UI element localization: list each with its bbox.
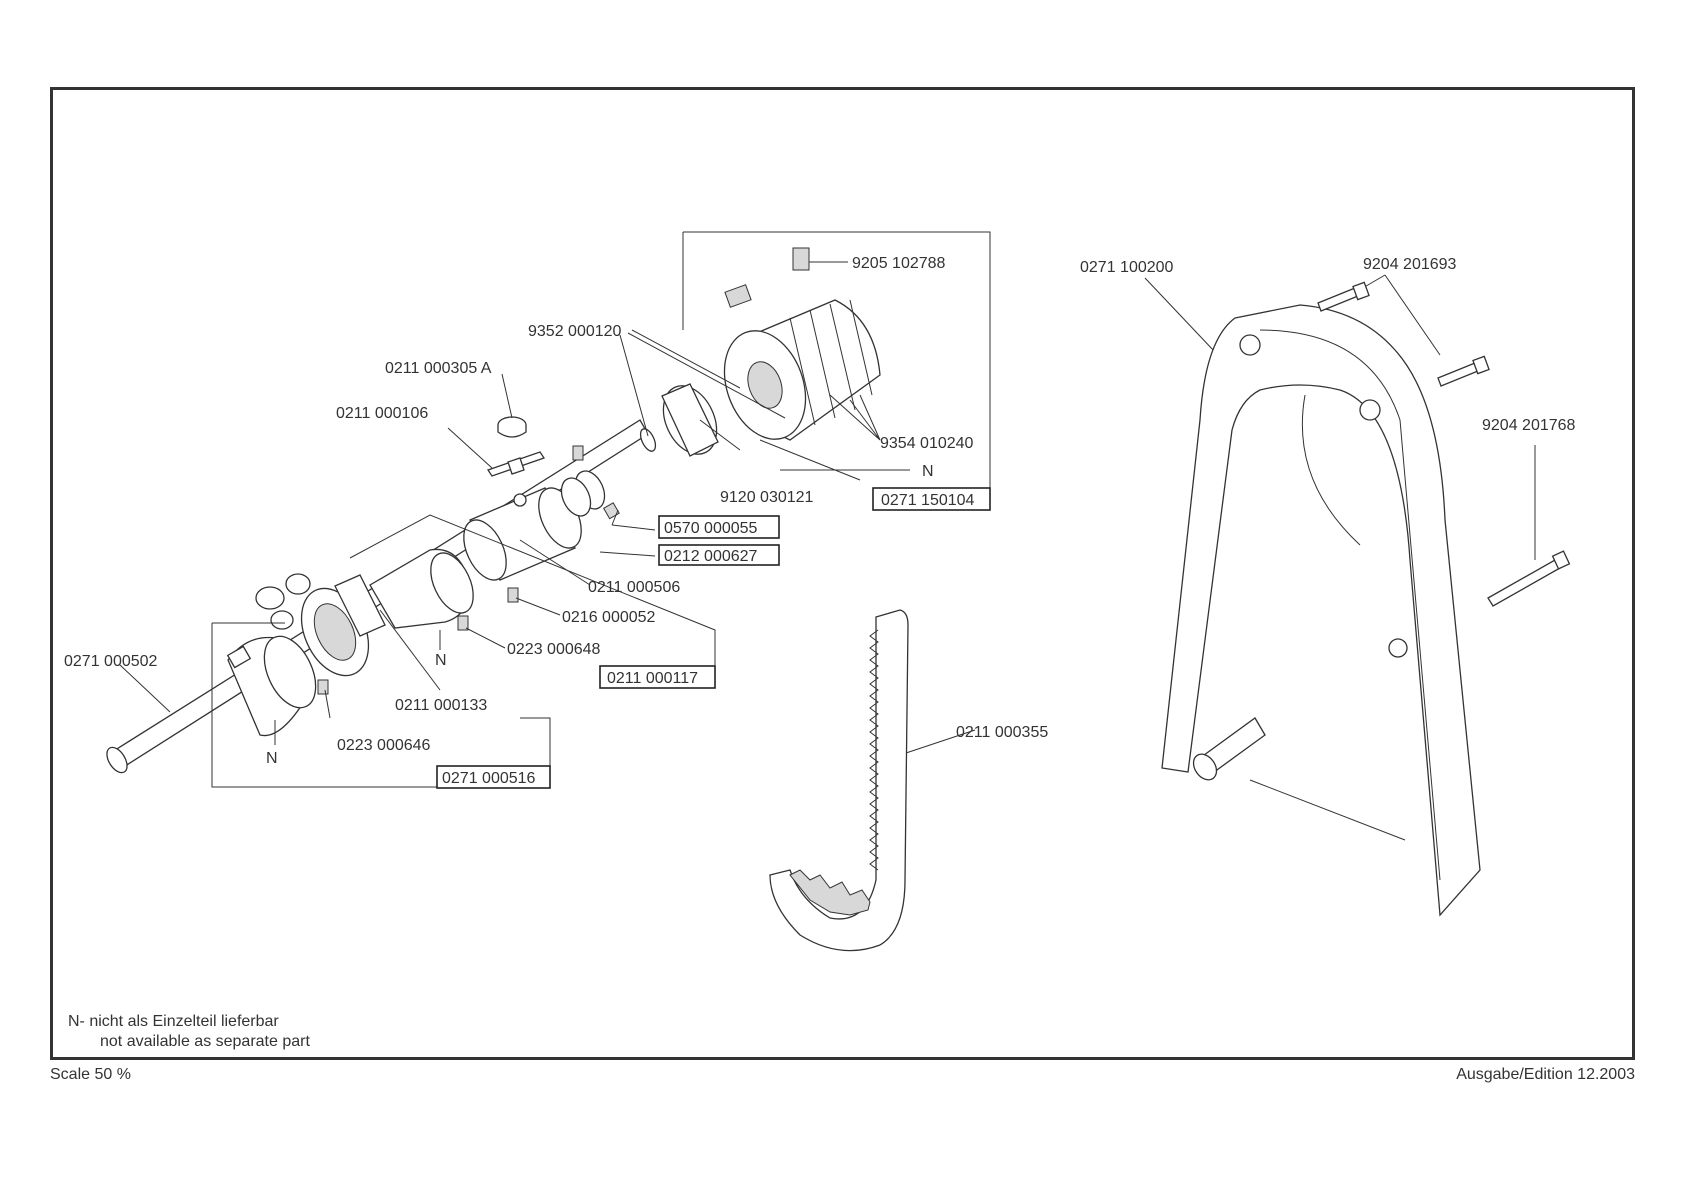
clamp-hub-face <box>263 635 317 709</box>
scale-label: Scale 50 % <box>50 1066 131 1083</box>
guard-hole-right <box>1359 399 1381 421</box>
label-n-low: N <box>266 750 278 767</box>
group-frames <box>211 231 991 788</box>
shaft-assembly <box>106 247 881 774</box>
label-0211-000305A: 0211 000305 A <box>385 360 492 377</box>
setscrew-0216 <box>507 587 519 603</box>
box-0570-000055 <box>658 515 780 539</box>
cylinder-end-a <box>463 519 507 581</box>
bearing-side <box>334 574 386 637</box>
label-0271-150104: 0271 150104 <box>881 492 975 509</box>
screw-head-a <box>1352 281 1370 301</box>
label-0211-000133: 0211 000133 <box>395 697 487 714</box>
pin-side <box>497 425 527 438</box>
joint-knuckle-c <box>270 610 294 630</box>
label-n-top: N <box>922 463 934 480</box>
cylinder-hole <box>513 493 527 507</box>
screw-head-long <box>1551 550 1571 570</box>
belt-body <box>769 609 909 952</box>
snap-ring-a <box>639 428 657 452</box>
screw-9204-201693-a <box>1317 287 1359 312</box>
toothed-belt <box>769 609 909 952</box>
guard-hole-mid <box>1388 638 1408 658</box>
label-0212-000627: 0212 000627 <box>664 548 758 565</box>
part-labels: 9205 102788 9352 000120 0211 000305 A 02… <box>64 255 1576 787</box>
screw-9204-201768 <box>1487 559 1561 607</box>
frame-0211-000117 <box>349 514 716 688</box>
screw-head-b <box>1472 355 1490 375</box>
belt-teeth <box>869 629 879 871</box>
belt-guard <box>1161 281 1571 917</box>
setscrew-0223-646 <box>317 679 329 695</box>
guard-post-end <box>1192 753 1218 781</box>
bearing-inner <box>313 603 357 661</box>
label-0271-000502: 0271 000502 <box>64 653 158 670</box>
setscrew-0223-648 <box>457 615 469 631</box>
setscrew-9205-a <box>792 247 810 271</box>
label-9354-010240: 9354 010240 <box>880 435 974 452</box>
label-0211-000506: 0211 000506 <box>588 579 680 596</box>
label-0271-100200: 0271 100200 <box>1080 259 1174 276</box>
label-n-mid: N <box>435 652 447 669</box>
guard-frame <box>1161 304 1481 917</box>
shaft-end <box>106 746 128 774</box>
joint-knuckle-a <box>255 586 285 610</box>
setscrew-0570 <box>602 502 620 520</box>
label-0271-000516: 0271 000516 <box>442 770 536 787</box>
collar-back <box>560 477 592 517</box>
bearing-9120-side <box>661 383 719 457</box>
label-9204-201768: 9204 201768 <box>1482 417 1576 434</box>
pulley-bore <box>747 361 783 409</box>
key-tab <box>507 457 525 475</box>
label-0211-000355: 0211 000355 <box>956 724 1048 741</box>
setscrew-9205-b <box>724 284 752 308</box>
label-0211-000117: 0211 000117 <box>607 670 698 687</box>
footnote-english: not available as separate part <box>100 1033 310 1050</box>
setscrew-top <box>572 445 584 461</box>
guard-inner-edge <box>1259 329 1441 881</box>
label-9205-102788: 9205 102788 <box>852 255 946 272</box>
label-0570-000055: 0570 000055 <box>664 520 758 537</box>
label-0223-000646: 0223 000646 <box>337 737 431 754</box>
belt-teeth-lower <box>789 869 871 916</box>
edition-label: Ausgabe/Edition 12.2003 <box>1456 1066 1635 1083</box>
guard-arc <box>1301 394 1361 546</box>
box-0271-000516 <box>436 765 551 789</box>
coupling-face <box>430 552 474 614</box>
pulley-teeth <box>789 299 873 426</box>
box-0271-150104 <box>872 487 991 511</box>
label-9352-000120: 9352 000120 <box>528 323 622 340</box>
footnote-german: N- nicht als Einzelteil lieferbar <box>68 1013 279 1030</box>
screw-9204-201693-b <box>1437 362 1479 387</box>
label-9120-030121: 9120 030121 <box>720 489 814 506</box>
box-0211-000117 <box>599 665 716 689</box>
joint-knuckle-b <box>285 573 311 595</box>
drawing-frame <box>50 87 1635 1060</box>
frame-0271-150104 <box>683 231 991 508</box>
guard-bottom <box>1249 779 1406 841</box>
label-9204-201693: 9204 201693 <box>1363 256 1457 273</box>
frame-0271-000516 <box>211 622 551 788</box>
label-0216-000052: 0216 000052 <box>562 609 656 626</box>
guard-hole-top <box>1239 334 1261 356</box>
label-0223-000648: 0223 000648 <box>507 641 601 658</box>
box-0212-000627 <box>658 544 780 566</box>
hub-key <box>226 645 252 669</box>
label-0211-000106: 0211 000106 <box>336 405 428 422</box>
